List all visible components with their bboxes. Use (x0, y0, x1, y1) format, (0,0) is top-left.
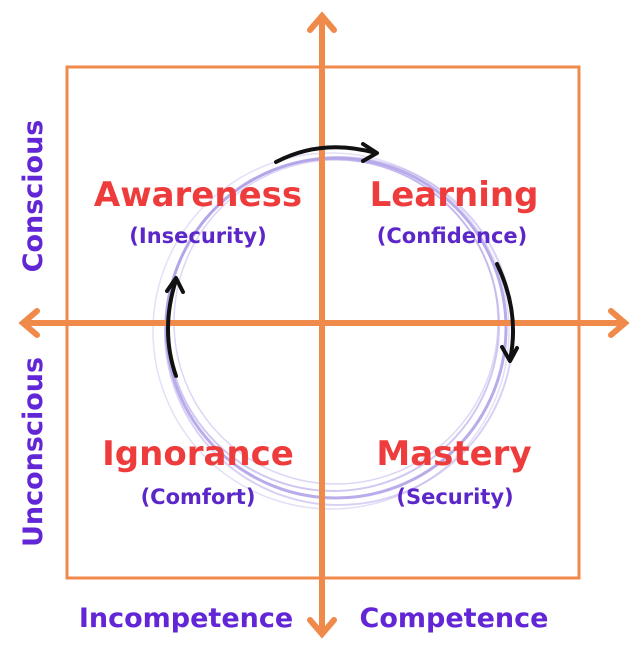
axis-label-unconscious: Unconscious (18, 357, 49, 547)
axis-label-conscious: Conscious (18, 120, 49, 273)
cycle-arrow-right (495, 262, 519, 363)
quadrant-title-ignorance: Ignorance (102, 434, 294, 474)
quadrant-subtitle-awareness: (Insecurity) (129, 224, 266, 248)
quadrant-subtitle-mastery: (Security) (396, 485, 513, 509)
quadrant-title-learning: Learning (370, 175, 539, 215)
quadrant-subtitle-ignorance: (Comfort) (141, 485, 256, 509)
cycle-arrow-left (165, 276, 185, 378)
quadrant-title-mastery: Mastery (376, 434, 531, 474)
axis-label-competence: Competence (360, 603, 549, 634)
cycle-arrow-top (274, 142, 379, 164)
quadrant-subtitle-learning: (Confidence) (377, 224, 527, 248)
horizontal-axis (18, 308, 630, 338)
quadrant-title-awareness: Awareness (94, 175, 302, 215)
axis-label-incompetence: Incompetence (79, 603, 293, 634)
